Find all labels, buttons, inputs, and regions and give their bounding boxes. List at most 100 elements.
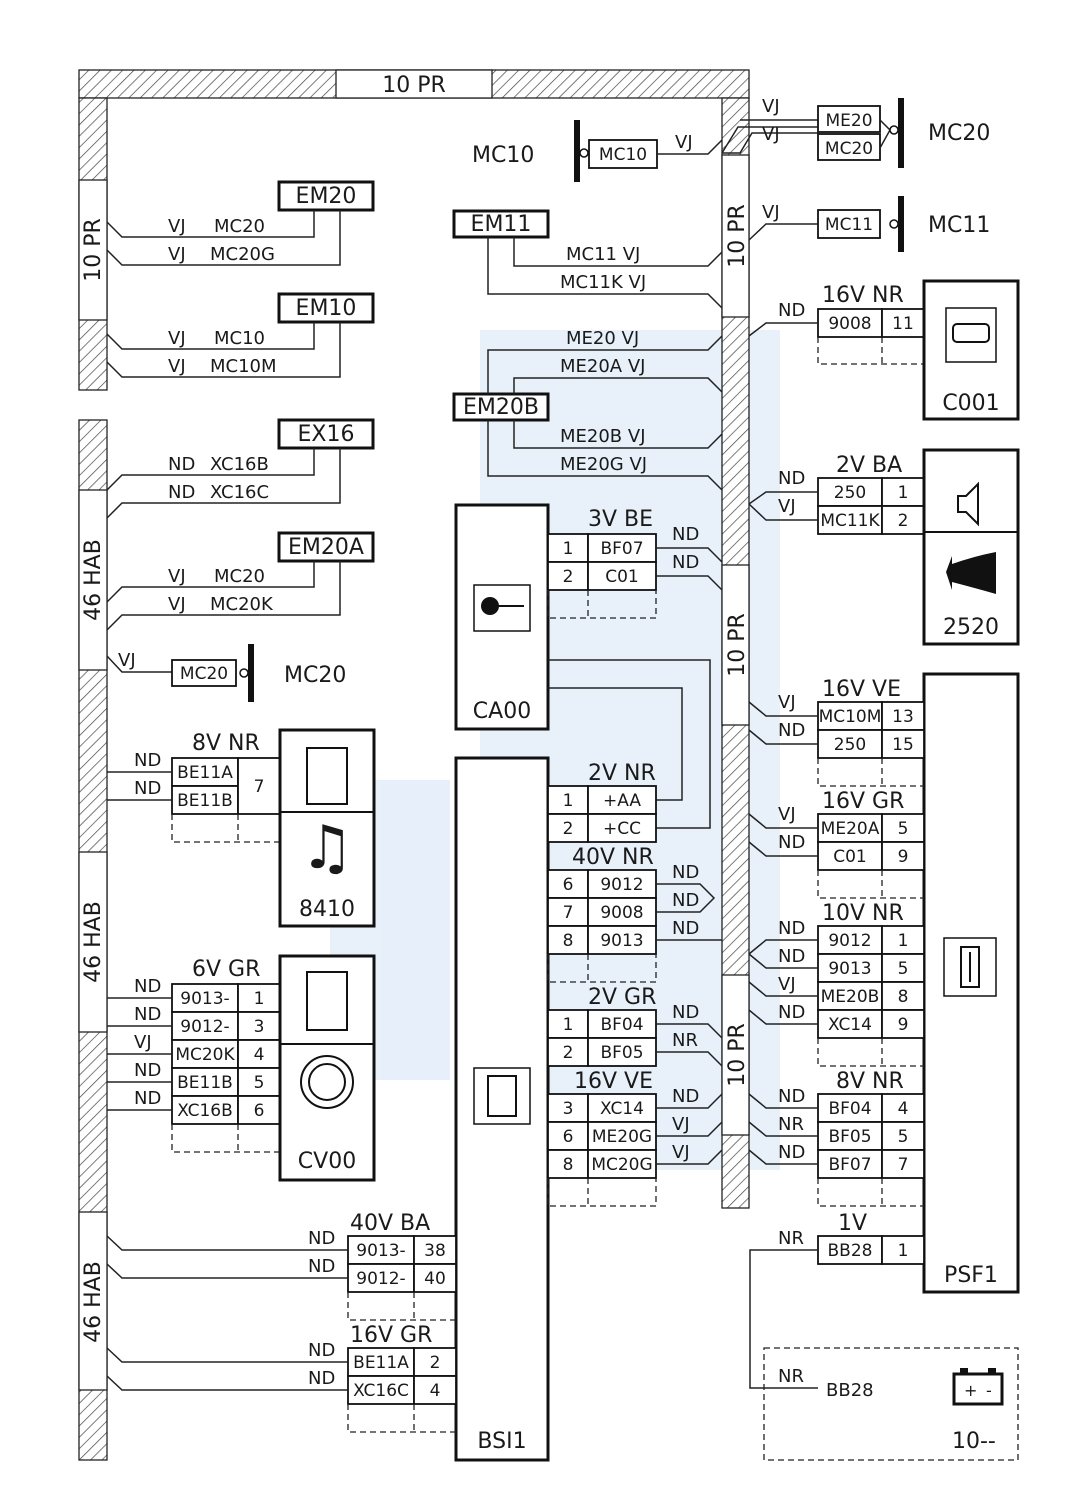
svg-text:MC11K VJ: MC11K VJ xyxy=(560,272,646,293)
svg-text:VJ: VJ xyxy=(134,1032,152,1053)
svg-text:16V GR: 16V GR xyxy=(822,789,904,814)
svg-text:6: 6 xyxy=(563,1127,574,1147)
svg-text:BF07: BF07 xyxy=(600,539,643,559)
svg-text:C01: C01 xyxy=(833,847,867,867)
svg-text:16V VE: 16V VE xyxy=(574,1069,653,1094)
svg-text:1V: 1V xyxy=(838,1211,867,1236)
harness-top-label: 10 PR xyxy=(382,73,446,98)
battery-icon xyxy=(952,1372,1004,1406)
svg-text:BE11A: BE11A xyxy=(353,1353,409,1373)
svg-text:VJ: VJ xyxy=(778,974,796,995)
harness-left-upper: 10 PR xyxy=(78,97,108,391)
svg-text:5: 5 xyxy=(898,959,909,979)
svg-text:5: 5 xyxy=(898,1127,909,1147)
svg-text:VJ: VJ xyxy=(118,650,136,671)
svg-text:4: 4 xyxy=(430,1381,441,1401)
svg-text:EM10: EM10 xyxy=(296,296,357,321)
node-em11: EM11 MC11 VJ MC11K VJ xyxy=(452,209,723,309)
svg-text:MC11K: MC11K xyxy=(820,511,880,531)
svg-text:VJ: VJ xyxy=(168,356,186,377)
svg-text:1: 1 xyxy=(898,1241,909,1261)
component-c001: 16V NR 9008 11 ND C001 xyxy=(748,279,1020,421)
svg-text:9013-: 9013- xyxy=(356,1241,405,1261)
svg-text:CA00: CA00 xyxy=(473,699,531,724)
svg-text:BE11B: BE11B xyxy=(177,1073,233,1093)
harness-top: 10 PR xyxy=(78,69,750,99)
svg-text:2V NR: 2V NR xyxy=(588,761,656,786)
svg-text:MC20: MC20 xyxy=(180,664,228,684)
svg-text:250: 250 xyxy=(834,735,866,755)
svg-text:ND: ND xyxy=(134,1060,161,1081)
svg-text:XC16B: XC16B xyxy=(177,1101,233,1121)
svg-text:16V VE: 16V VE xyxy=(822,677,901,702)
svg-text:MC11: MC11 xyxy=(928,213,990,238)
svg-text:3: 3 xyxy=(563,1099,574,1119)
svg-text:ND: ND xyxy=(134,1004,161,1025)
svg-text:1: 1 xyxy=(563,539,574,559)
svg-text:ND: ND xyxy=(672,862,699,883)
svg-text:MC20: MC20 xyxy=(214,566,265,587)
component-2520: 2V BA 250 1 MC11K 2 ND VJ 2520 xyxy=(748,448,1020,646)
music-note-icon: ♫ xyxy=(300,813,354,883)
svg-text:1: 1 xyxy=(898,483,909,503)
svg-text:250: 250 xyxy=(834,483,866,503)
svg-text:2: 2 xyxy=(430,1353,441,1373)
ground-mc20-left: VJ MC20 MC20 xyxy=(106,644,346,702)
svg-text:8: 8 xyxy=(563,1155,574,1175)
svg-text:40V BA: 40V BA xyxy=(350,1211,430,1236)
svg-text:EM20B: EM20B xyxy=(463,395,539,420)
svg-text:VJ: VJ xyxy=(675,132,693,153)
svg-text:+: + xyxy=(964,1381,977,1400)
svg-text:ND: ND xyxy=(672,552,699,573)
harness-right: 10 PR 10 PR 10 PR xyxy=(721,97,750,1209)
svg-text:ME20G: ME20G xyxy=(592,1127,652,1147)
svg-text:9012: 9012 xyxy=(828,931,871,951)
svg-text:ND: ND xyxy=(778,300,805,321)
svg-text:NR: NR xyxy=(778,1228,804,1249)
svg-text:C01: C01 xyxy=(605,567,639,587)
svg-text:3V BE: 3V BE xyxy=(588,507,653,532)
svg-text:8: 8 xyxy=(898,987,909,1007)
node-em10: EM10 VJ MC10 VJ MC10M xyxy=(106,292,375,378)
svg-text:ND: ND xyxy=(778,1002,805,1023)
svg-text:ME20A: ME20A xyxy=(821,819,880,839)
svg-text:ND: ND xyxy=(778,1086,805,1107)
svg-text:ND: ND xyxy=(308,1256,335,1277)
svg-text:VJ: VJ xyxy=(168,328,186,349)
svg-text:7: 7 xyxy=(898,1155,909,1175)
svg-text:EM20: EM20 xyxy=(296,184,357,209)
svg-text:+AA: +AA xyxy=(603,791,641,811)
svg-text:VJ: VJ xyxy=(778,496,796,517)
svg-text:VJ: VJ xyxy=(778,804,796,825)
svg-text:EM20A: EM20A xyxy=(288,535,364,560)
svg-text:4: 4 xyxy=(898,1099,909,1119)
svg-text:ND: ND xyxy=(134,778,161,799)
svg-text:XC14: XC14 xyxy=(828,1015,872,1035)
svg-text:11: 11 xyxy=(892,314,914,334)
svg-text:9013: 9013 xyxy=(600,931,643,951)
svg-text:ND: ND xyxy=(308,1368,335,1389)
svg-text:MC20: MC20 xyxy=(825,139,873,159)
svg-text:2520: 2520 xyxy=(943,615,999,640)
svg-text:40: 40 xyxy=(424,1269,446,1289)
svg-text:2: 2 xyxy=(563,567,574,587)
svg-text:ND: ND xyxy=(308,1340,335,1361)
svg-text:ME20 VJ: ME20 VJ xyxy=(566,328,639,349)
svg-text:MC20G: MC20G xyxy=(210,244,275,265)
svg-text:7: 7 xyxy=(254,777,265,797)
svg-text:9: 9 xyxy=(898,1015,909,1035)
ground-me20: VJ VJ ME20 MC20 MC20 xyxy=(721,96,990,168)
svg-text:2V GR: 2V GR xyxy=(588,985,656,1010)
svg-text:NR: NR xyxy=(778,1114,804,1135)
svg-text:38: 38 xyxy=(424,1241,446,1261)
svg-text:ND: ND xyxy=(778,832,805,853)
svg-text:4: 4 xyxy=(254,1045,265,1065)
svg-text:MC10M: MC10M xyxy=(210,356,277,377)
svg-text:MC10: MC10 xyxy=(472,143,534,168)
svg-text:VJ: VJ xyxy=(762,202,780,223)
svg-text:NR: NR xyxy=(778,1366,804,1387)
svg-text:-: - xyxy=(986,1381,992,1400)
svg-text:7: 7 xyxy=(563,903,574,923)
svg-text:1: 1 xyxy=(563,791,574,811)
